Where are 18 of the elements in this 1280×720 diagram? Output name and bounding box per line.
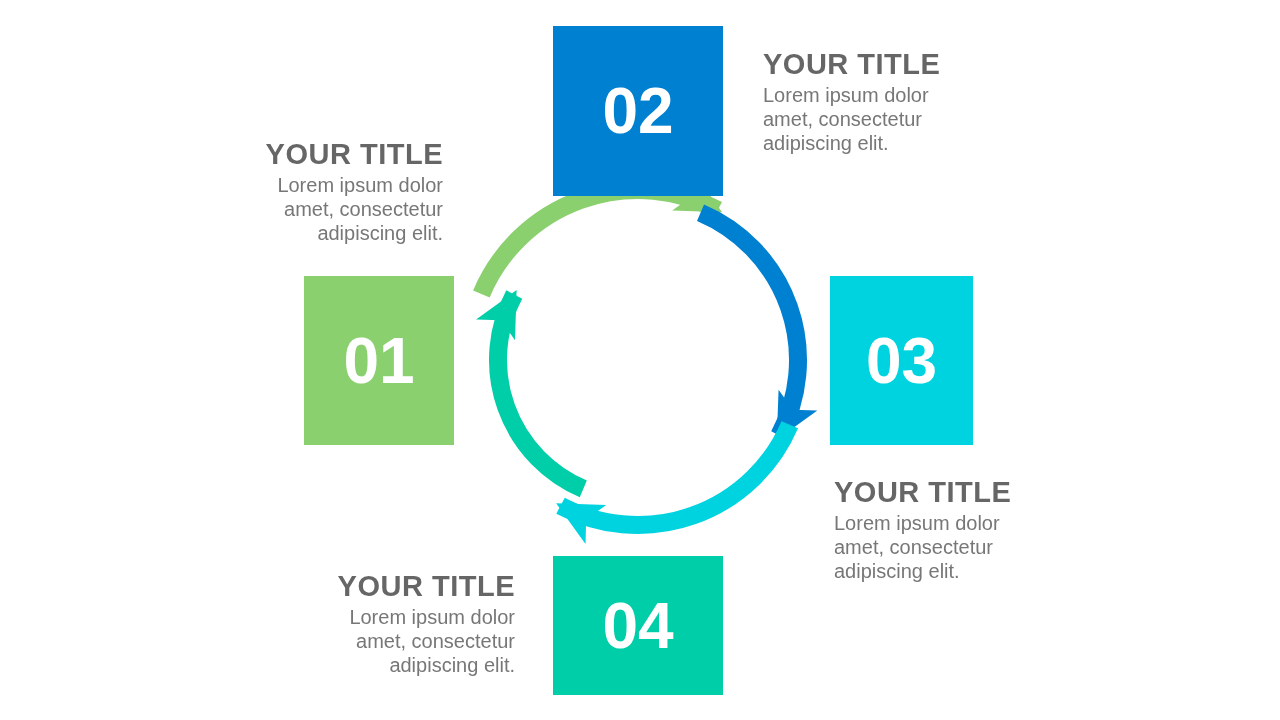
step-title: YOUR TITLE: [763, 48, 942, 81]
step-title: YOUR TITLE: [264, 138, 443, 171]
description-text: Lorem ipsum dolor amet, consectetur adipiscing elit.: [276, 173, 443, 245]
number-box: [553, 556, 723, 695]
number-box: [304, 276, 454, 445]
number-box: [830, 276, 973, 445]
description-text: Lorem ipsum dolor amet, consectetur adipiscing elit.: [834, 511, 1001, 583]
curved-arrow: [556, 420, 798, 543]
step-number: 02: [602, 74, 674, 148]
step-number: 01: [343, 323, 415, 398]
description-text: Lorem ipsum dolor amet, consectetur adipiscing elit.: [348, 605, 515, 677]
step-title: YOUR TITLE: [336, 570, 515, 603]
step-title: YOUR TITLE: [834, 476, 1013, 509]
number-box: [553, 26, 723, 196]
step-number: 03: [865, 323, 938, 398]
description-text: Lorem ipsum dolor amet, consectetur adipiscing elit.: [763, 83, 930, 155]
curved-arrow: [477, 289, 588, 497]
step-number: 04: [602, 588, 674, 663]
